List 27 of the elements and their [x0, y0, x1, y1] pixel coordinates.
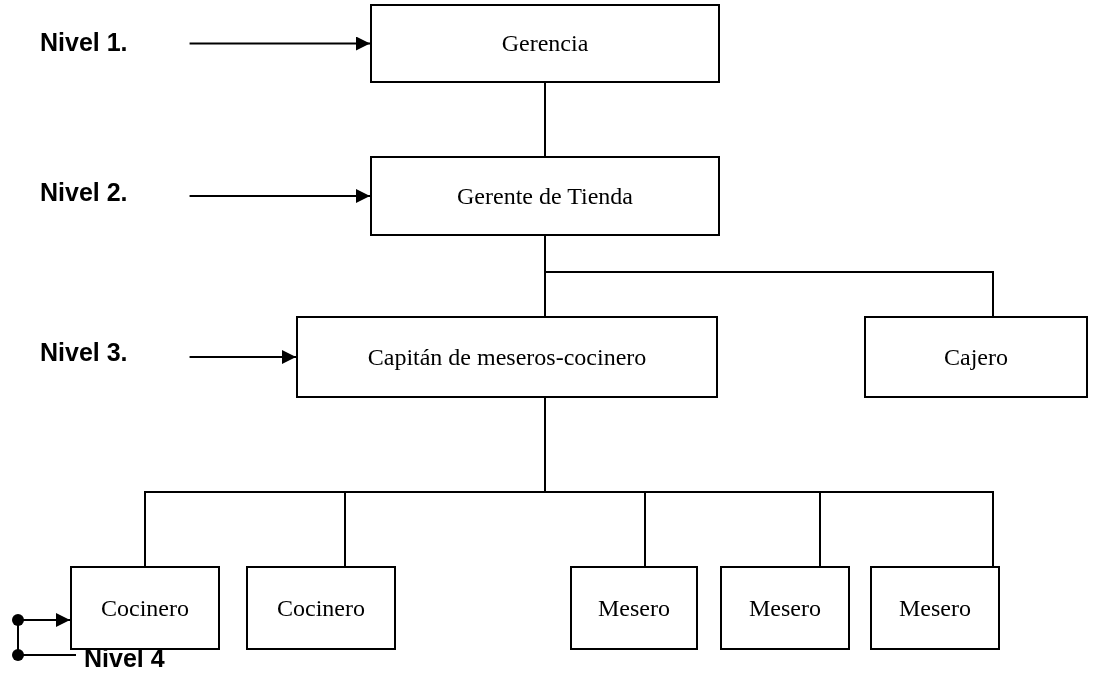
- role-text: Cajero: [944, 343, 1008, 371]
- arrow: [188, 36, 371, 51]
- role-text: Gerente de Tienda: [457, 182, 633, 210]
- org-box: [70, 566, 220, 650]
- connector-line: [544, 82, 546, 157]
- role-text: Cocinero: [101, 594, 189, 622]
- org-box: [296, 316, 718, 398]
- org-box: [370, 156, 720, 236]
- arrow: [12, 613, 77, 661]
- role-text: Gerencia: [501, 30, 589, 57]
- arrow: [188, 350, 297, 364]
- arrow: [188, 189, 371, 203]
- org-box: [370, 4, 720, 83]
- org-box: [570, 566, 698, 650]
- level-label: Nivel 3.: [40, 338, 128, 367]
- role-text: Mesero: [749, 594, 821, 622]
- org-box: [246, 566, 396, 650]
- org-box: [720, 566, 850, 650]
- role-text: Capitán de meseros-cocinero: [367, 343, 647, 371]
- role-text: Cocinero: [277, 594, 365, 622]
- org-box: [864, 316, 1088, 398]
- role-text: Mesero: [598, 594, 670, 622]
- org-box: [870, 566, 1000, 650]
- level-label: Nivel 2.: [40, 178, 128, 207]
- level-label: Nivel 4: [84, 644, 165, 673]
- role-text: Mesero: [899, 594, 971, 622]
- level-label: Nivel 1.: [40, 28, 128, 57]
